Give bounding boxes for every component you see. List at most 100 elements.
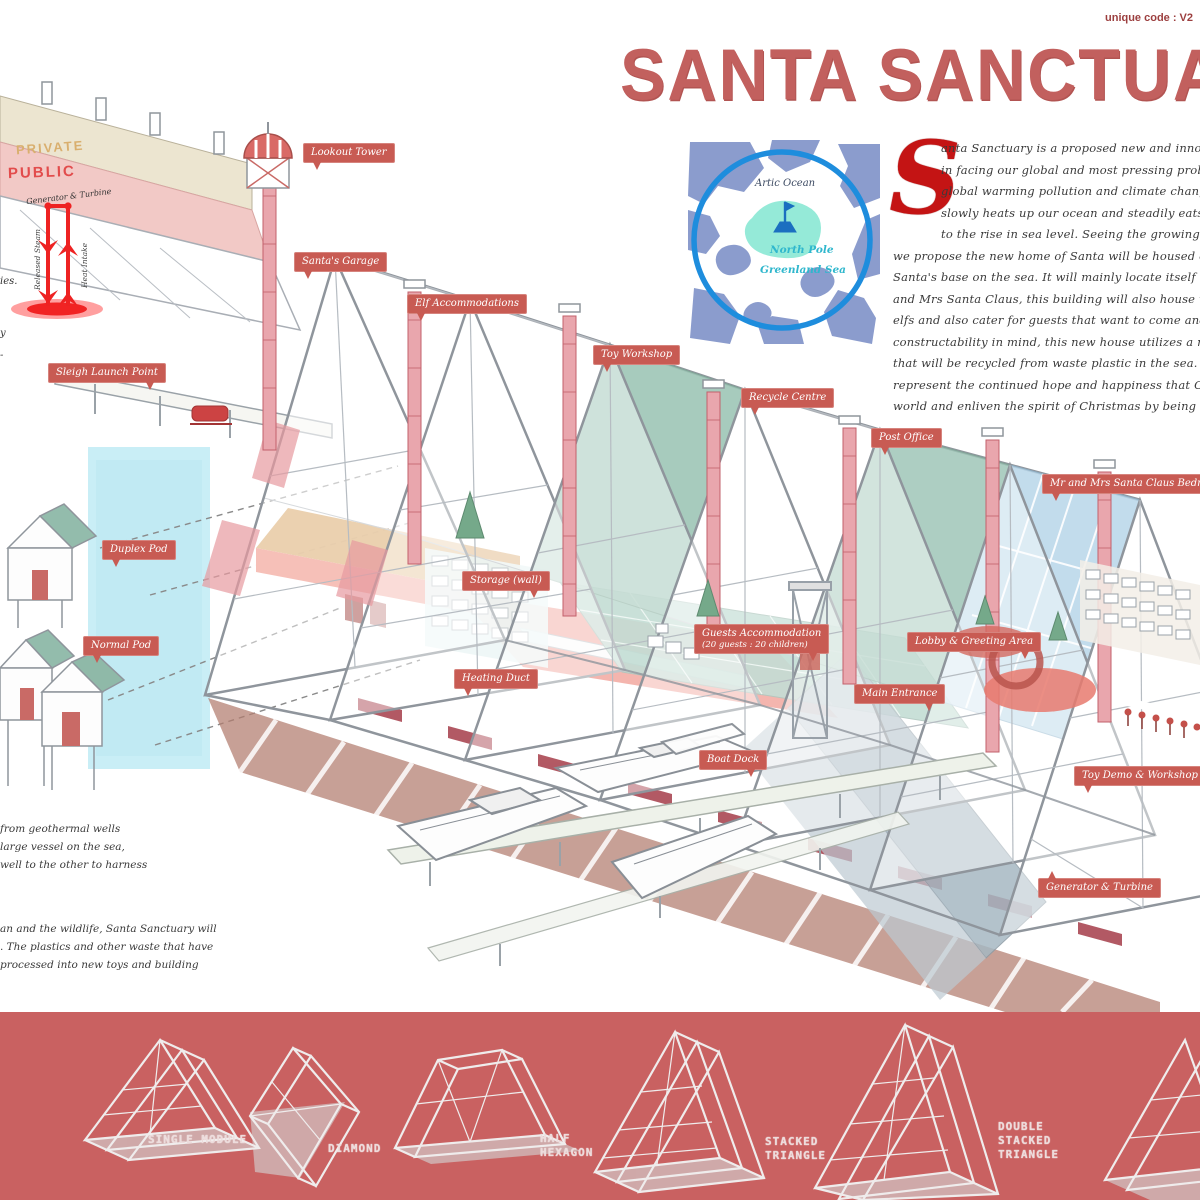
intro-paragraph: anta Sanctuary is a proposed new and inn… (893, 138, 1200, 418)
callout-storage-wall: Storage (wall) (462, 571, 550, 598)
callout-sublabel: (20 guests : 20 children) (702, 640, 808, 650)
location-pin-icon (773, 201, 797, 233)
module-strip: SINGLE MODULE DIAMOND HALF HEXAGON STACK… (0, 1012, 1200, 1200)
callout-main-entrance: Main Entrance (854, 684, 946, 711)
zoning-pod-drawing (0, 81, 302, 332)
module-stacked-triangle (592, 1029, 766, 1194)
callout-generator-turbine: Generator & Turbine (1038, 871, 1161, 898)
duplex-pod-drawing (6, 503, 98, 628)
module-single (82, 1038, 261, 1162)
intro-line: to the rise in sea level. Seeing the gro… (941, 227, 1200, 241)
map-circle (691, 149, 873, 331)
cut-text-fragment: - (0, 350, 4, 361)
module-label-half-hexagon: HALF HEXAGON (540, 1132, 594, 1159)
boat-docks (386, 752, 998, 966)
page-title: SANTA SANCTUARY (620, 35, 1200, 116)
callout-label: Post Office (879, 432, 934, 443)
water-panel (88, 447, 210, 769)
presents (647, 623, 700, 660)
module-diamond (248, 1046, 361, 1188)
note-line: large vessel on the sea, (0, 841, 125, 853)
module-label-stacked-triangle: STACKED TRIANGLE (765, 1135, 826, 1162)
boats (395, 722, 779, 900)
intro-line: in facing our global and most pressing p… (941, 162, 1200, 177)
module-label-double-stacked-triangle: DOUBLE STACKED TRIANGLE (998, 1120, 1059, 1161)
intro-line: that will be recycled from waste plastic… (893, 356, 1200, 370)
cut-text-fragment: ies. (0, 276, 18, 287)
module-partial (1102, 1037, 1200, 1192)
intro-line: global warming pollution and climate cha… (941, 184, 1200, 198)
geothermal-arrows (11, 202, 103, 319)
callout-normal-pod: Normal Pod (83, 636, 160, 663)
callout-label: Main Entrance (862, 688, 938, 699)
module-label-single: SINGLE MODULE (148, 1133, 248, 1146)
callout-label: Recycle Centre (749, 392, 827, 403)
module-half-hexagon (393, 1048, 567, 1159)
callout-elf-accommodations: Elf Accommodations (407, 294, 527, 321)
map-pole-label: North Pole (770, 244, 834, 256)
callout-label: Lobby & Greeting Area (915, 636, 1034, 647)
module-double-stacked-triangle (813, 1022, 1000, 1200)
stools (1124, 708, 1200, 738)
callout-label: Santa's Garage (302, 256, 380, 267)
intro-line: Santa's base on the sea. It will mainly … (893, 270, 1200, 284)
callout-label: Sleigh Launch Point (56, 367, 158, 378)
recycling-note: an and the wildlife, Santa Sanctuary wil… (0, 920, 217, 974)
intro-line: and Mrs Santa Claus, this building will … (893, 291, 1200, 306)
lookout-tower-drawing (243, 122, 293, 189)
intro-line: anta Sanctuary is a proposed new and inn… (941, 141, 1200, 155)
intro-line: constructability in mind, this new house… (893, 334, 1200, 349)
note-line: an and the wildlife, Santa Sanctuary wil… (0, 923, 217, 935)
callout-lobby-greeting-area: Lobby & Greeting Area (907, 632, 1042, 659)
normal-pod-right (40, 651, 126, 790)
intro-line: we propose the new home of Santa will be… (893, 248, 1200, 263)
callout-label: Toy Demo & Workshop (1082, 770, 1198, 781)
released-steam-label: Released Steam (33, 228, 42, 290)
callout-post-office: Post Office (871, 428, 942, 455)
boat-1 (395, 786, 589, 862)
callout-label: Guests Accommodation (702, 628, 822, 639)
callout-label: Storage (wall) (470, 575, 542, 586)
callout-guests-accommodation: Guests Accommodation (20 guests : 20 chi… (694, 624, 830, 661)
boat-3 (610, 814, 779, 900)
callout-label: Normal Pod (91, 640, 152, 651)
callout-recycle-centre: Recycle Centre (741, 388, 835, 415)
map-sea-label: Greenland Sea (760, 264, 846, 276)
callout-label: Heating Duct (462, 673, 530, 684)
cut-text-fragment: y (0, 328, 6, 339)
callout-heating-duct: Heating Duct (454, 669, 538, 696)
unique-code: unique code : V2 (1105, 12, 1194, 24)
intro-line: elfs and also cater for guests that want… (893, 313, 1200, 327)
callout-lookout-tower: Lookout Tower (303, 143, 395, 170)
public-zone-label: PUBLIC (7, 162, 77, 183)
note-line: well to the other to harness (0, 859, 148, 871)
pod-houses (0, 503, 126, 790)
callout-duplex-pod: Duplex Pod (102, 540, 176, 567)
callout-label: Mr and Mrs Santa Claus Bedroom (1050, 478, 1200, 489)
note-line: . The plastics and other waste that have (0, 941, 214, 953)
callout-label: Lookout Tower (311, 147, 387, 158)
intro-line: represent the continued hope and happine… (893, 377, 1200, 392)
callout-santas-garage: Santa's Garage (294, 252, 388, 279)
map-ocean-label: Artic Ocean (755, 178, 816, 189)
callout-toy-demo-workshop: Toy Demo & Workshop (1074, 766, 1200, 793)
callout-label: Elf Accommodations (415, 298, 519, 309)
note-line: from geothermal wells (0, 823, 121, 835)
intro-line: world and enliven the spirit of Christma… (893, 399, 1200, 413)
callout-label: Boat Dock (707, 754, 760, 765)
geothermal-note: from geothermal wells large vessel on th… (0, 820, 147, 874)
gray-ramps (742, 651, 1047, 1000)
callout-label: Duplex Pod (110, 544, 168, 555)
module-label-diamond: DIAMOND (328, 1142, 382, 1155)
heat-intake-label: Heat Intake (80, 242, 89, 288)
callout-label: Toy Workshop (601, 349, 673, 360)
callout-toy-workshop: Toy Workshop (593, 345, 681, 372)
callout-santa-bedroom: Mr and Mrs Santa Claus Bedroom (1042, 474, 1200, 501)
sleigh (191, 405, 229, 422)
arctic-map-inset (688, 140, 880, 344)
drop-cap: S (889, 119, 962, 237)
note-line: processed into new toys and building (0, 959, 199, 971)
callout-sleigh-launch-point: Sleigh Launch Point (48, 363, 166, 390)
boat-4 (659, 722, 747, 756)
